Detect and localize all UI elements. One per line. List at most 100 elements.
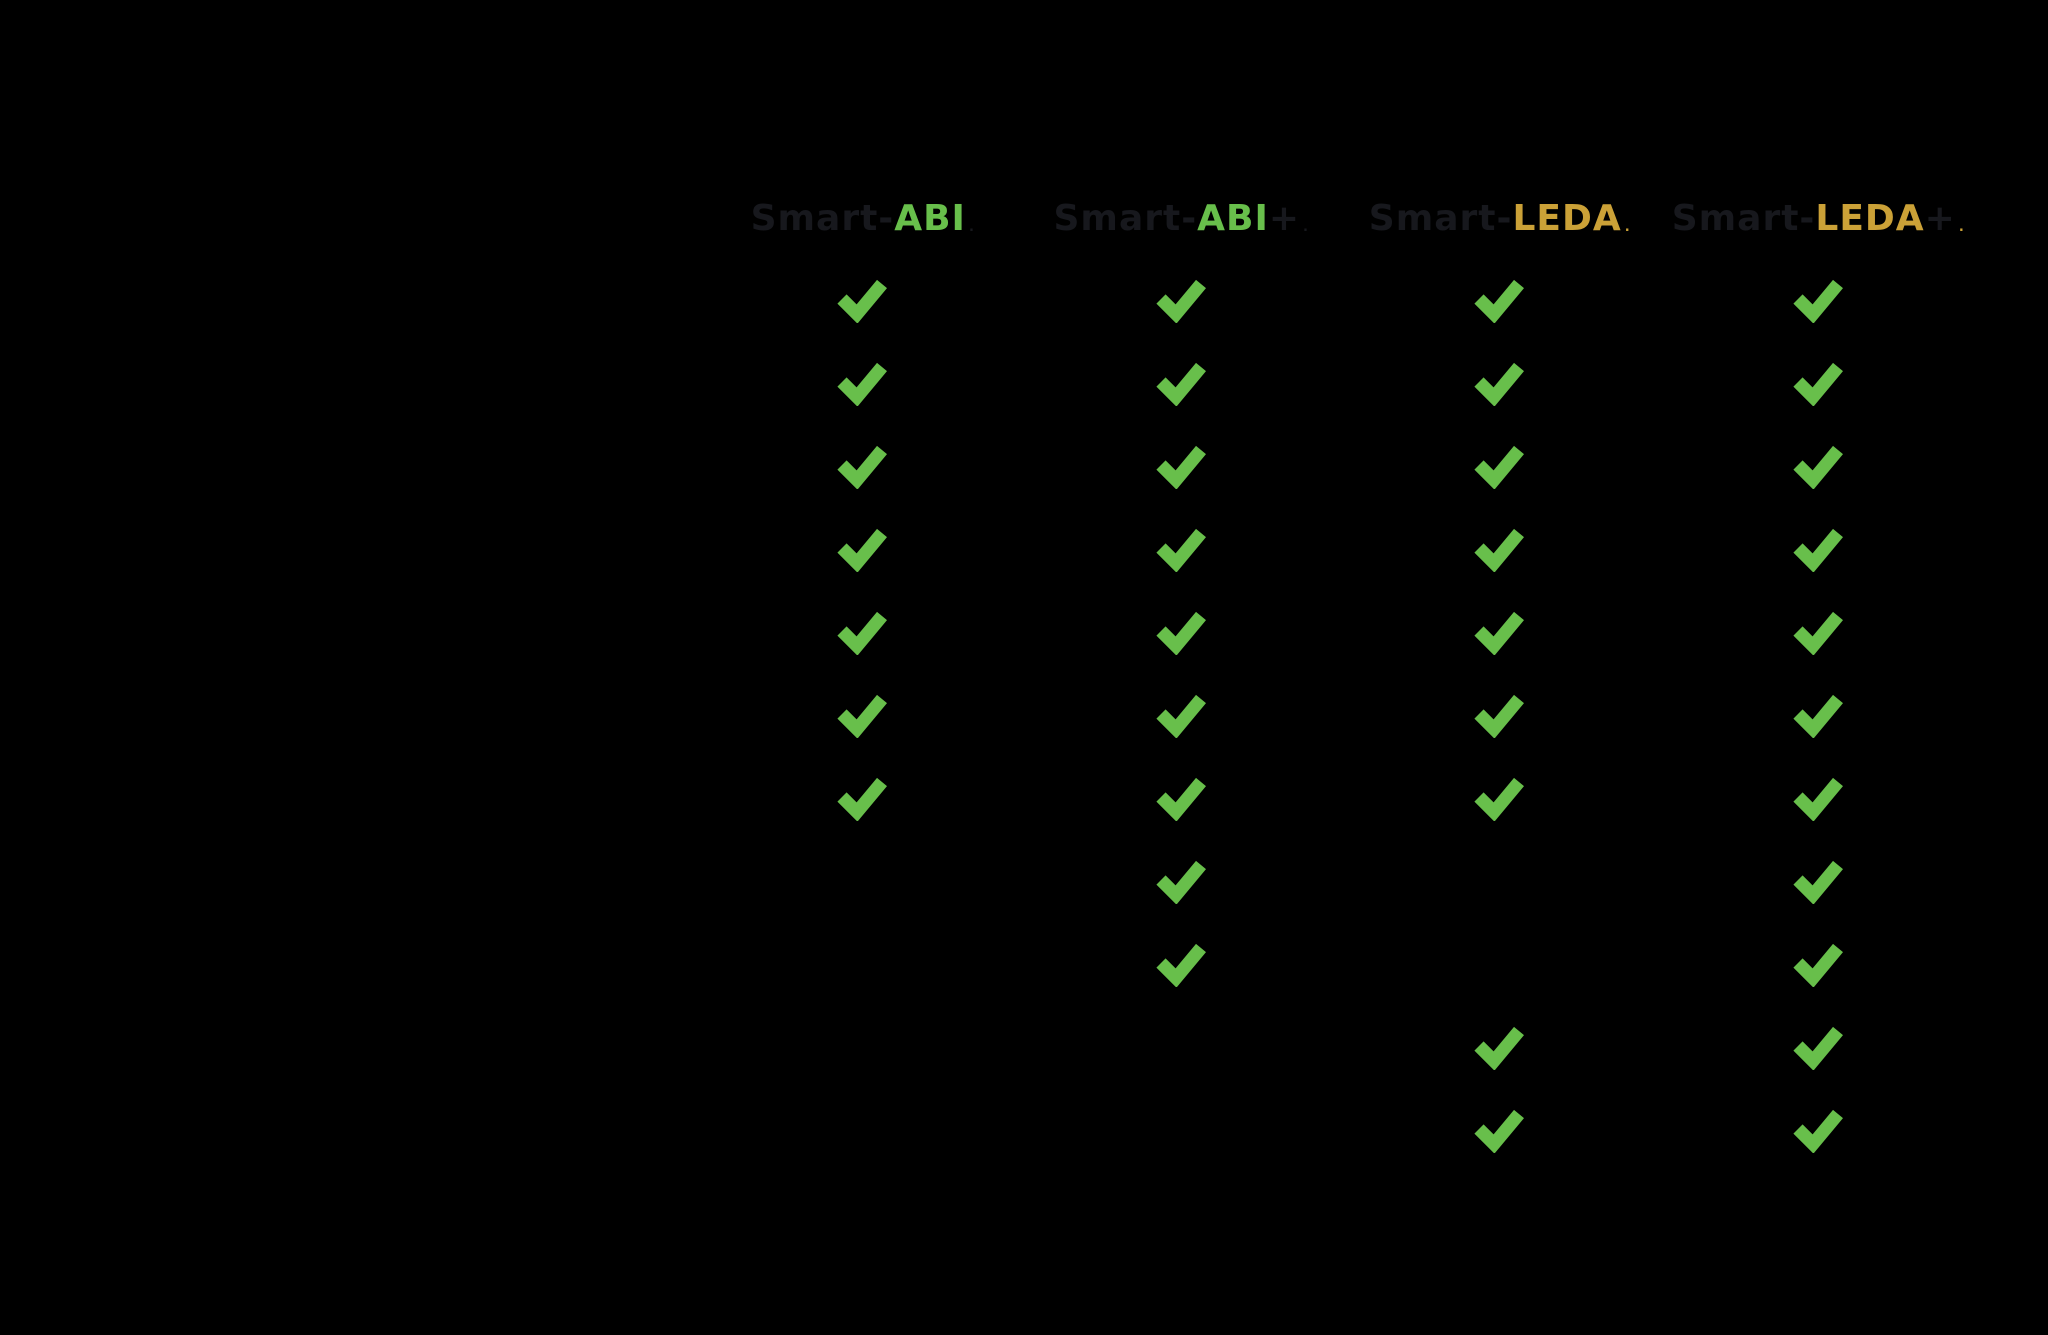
feature-cell (703, 507, 1022, 590)
feature-cell (1659, 1005, 1978, 1088)
check-icon (1156, 528, 1206, 572)
feature-cell (1022, 756, 1341, 839)
feature-cell (1022, 922, 1341, 1005)
brand-prefix: Smart (750, 198, 879, 239)
feature-cell (703, 1088, 1022, 1171)
column-cells (703, 258, 1022, 1171)
feature-cell (703, 839, 1022, 922)
feature-cell (703, 341, 1022, 424)
feature-cell (1659, 424, 1978, 507)
feature-cell (1340, 839, 1659, 922)
check-icon (1156, 611, 1206, 655)
check-icon (1793, 279, 1843, 323)
check-icon (1793, 777, 1843, 821)
check-icon (1793, 362, 1843, 406)
check-icon (1474, 279, 1525, 323)
brand-prefix: Smart (1671, 198, 1800, 239)
check-icon (1474, 777, 1525, 821)
check-icon (1793, 860, 1843, 904)
column-header-smart-abi-plus: Smart-ABI+. (1054, 180, 1308, 258)
feature-cell (1340, 1005, 1659, 1088)
brand-prefix: Smart (1368, 198, 1497, 239)
check-icon (1474, 611, 1525, 655)
check-icon (1474, 1109, 1525, 1153)
check-icon (1793, 445, 1843, 489)
check-icon (837, 694, 888, 738)
check-icon (1793, 1026, 1843, 1070)
column-smart-abi: Smart-ABI. (703, 180, 1022, 1171)
brand-hyphen: - (1496, 198, 1513, 239)
column-header-smart-abi: Smart-ABI. (751, 180, 974, 258)
check-icon (1156, 445, 1206, 489)
feature-cell (1022, 258, 1341, 341)
trademark-dot: . (1624, 220, 1630, 235)
check-icon (1474, 445, 1525, 489)
check-icon (1156, 860, 1206, 904)
feature-cell (703, 1005, 1022, 1088)
feature-cell (1659, 756, 1978, 839)
check-icon (837, 279, 888, 323)
feature-cell (1659, 839, 1978, 922)
product-name: LEDA (1815, 198, 1925, 239)
feature-cell (1659, 341, 1978, 424)
feature-cell (1022, 1005, 1341, 1088)
product-plus: + (1924, 198, 1956, 239)
check-icon (1156, 777, 1206, 821)
check-icon (837, 611, 888, 655)
check-icon (1156, 694, 1206, 738)
check-icon (1793, 528, 1843, 572)
feature-cell (703, 590, 1022, 673)
brand-hyphen: - (1181, 198, 1198, 239)
product-name: ABI (1197, 198, 1269, 239)
column-header-smart-leda: Smart-LEDA. (1369, 180, 1630, 258)
feature-cell (1022, 424, 1341, 507)
feature-cell (1659, 590, 1978, 673)
column-header-smart-leda-plus: Smart-LEDA+. (1672, 180, 1964, 258)
brand-prefix: Smart (1053, 198, 1182, 239)
check-icon (1156, 279, 1206, 323)
check-icon (1156, 943, 1206, 987)
column-smart-leda-plus: Smart-LEDA+. (1659, 180, 1978, 1171)
feature-cell (1340, 424, 1659, 507)
feature-cell (1340, 756, 1659, 839)
check-icon (1793, 943, 1843, 987)
check-icon (1793, 1109, 1843, 1153)
check-icon (837, 362, 888, 406)
check-icon (1474, 694, 1525, 738)
feature-cell (703, 922, 1022, 1005)
feature-cell (1659, 507, 1978, 590)
feature-cell (1022, 673, 1341, 756)
feature-cell (1022, 341, 1341, 424)
feature-cell (703, 673, 1022, 756)
check-icon (1474, 362, 1525, 406)
feature-cell (1022, 1088, 1341, 1171)
feature-cell (1659, 922, 1978, 1005)
check-icon (837, 777, 888, 821)
feature-cell (1022, 590, 1341, 673)
column-cells (1340, 258, 1659, 1171)
comparison-table: Smart-ABI. Smart-ABI+. Smart-LEDA. Smart… (703, 180, 1977, 1171)
feature-cell (1659, 673, 1978, 756)
feature-cell (1659, 1088, 1978, 1171)
feature-cell (1340, 1088, 1659, 1171)
feature-cell (1022, 839, 1341, 922)
feature-cell (1340, 258, 1659, 341)
feature-cell (1340, 590, 1659, 673)
check-icon (837, 528, 888, 572)
feature-cell (1340, 507, 1659, 590)
feature-cell (1022, 507, 1341, 590)
brand-hyphen: - (878, 198, 895, 239)
check-icon (837, 445, 888, 489)
check-icon (1474, 528, 1525, 572)
product-name: ABI (894, 198, 966, 239)
product-plus: + (1268, 198, 1301, 239)
feature-cell (703, 258, 1022, 341)
trademark-dot: . (1303, 220, 1308, 235)
check-icon (1793, 694, 1843, 738)
check-icon (1793, 611, 1843, 655)
feature-cell (703, 756, 1022, 839)
column-smart-abi-plus: Smart-ABI+. (1022, 180, 1341, 1171)
trademark-dot: . (968, 220, 974, 235)
check-icon (1474, 1026, 1525, 1070)
column-smart-leda: Smart-LEDA. (1340, 180, 1659, 1171)
